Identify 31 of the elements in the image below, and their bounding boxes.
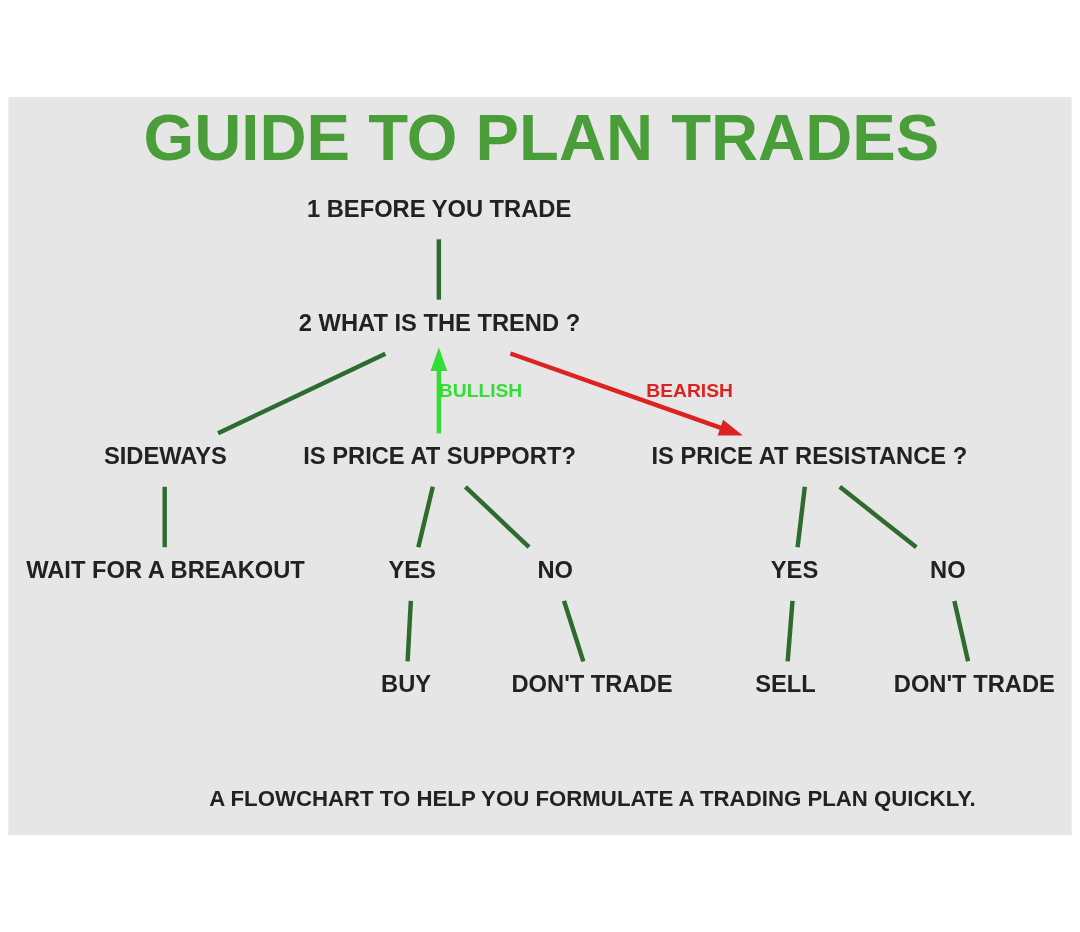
connector [785, 600, 795, 662]
connector [436, 239, 442, 300]
caption: A FLOWCHART TO HELP YOU FORMULATE A TRADING PLAN QUICKLY. [209, 786, 976, 812]
node-text: DON'T TRADE [893, 671, 1055, 698]
node-text: SIDEWAYS [103, 443, 227, 470]
connector [838, 485, 918, 549]
node-text: IS PRICE AT SUPPORT? [303, 443, 576, 470]
node-text: NO [930, 557, 966, 584]
connector [416, 486, 435, 548]
arrow [509, 351, 743, 436]
node-text: 2 WHAT IS THE TREND ? [298, 309, 581, 336]
node-text: IS PRICE AT RESISTANCE ? [651, 443, 968, 470]
node-text: SELL [755, 671, 816, 698]
connector [561, 600, 586, 662]
node-text: 1 BEFORE YOU TRADE [306, 195, 572, 222]
connector [217, 351, 387, 436]
connector [795, 486, 808, 548]
node-text: BUY [381, 671, 432, 698]
connector [952, 600, 971, 662]
node-text: WAIT FOR A BREAKOUT [26, 557, 305, 584]
connector [162, 486, 167, 548]
diagram-title: GUIDE TO PLAN TRADES [143, 100, 940, 174]
connector [463, 485, 531, 549]
edge-label: BULLISH [438, 379, 523, 401]
edge-label: BEARISH [646, 379, 733, 401]
node-text: NO [537, 557, 573, 584]
node-text: DON'T TRADE [511, 671, 673, 698]
node-text: YES [388, 557, 436, 584]
node-text: YES [770, 557, 819, 584]
arrow [430, 347, 448, 434]
connector [405, 600, 414, 662]
